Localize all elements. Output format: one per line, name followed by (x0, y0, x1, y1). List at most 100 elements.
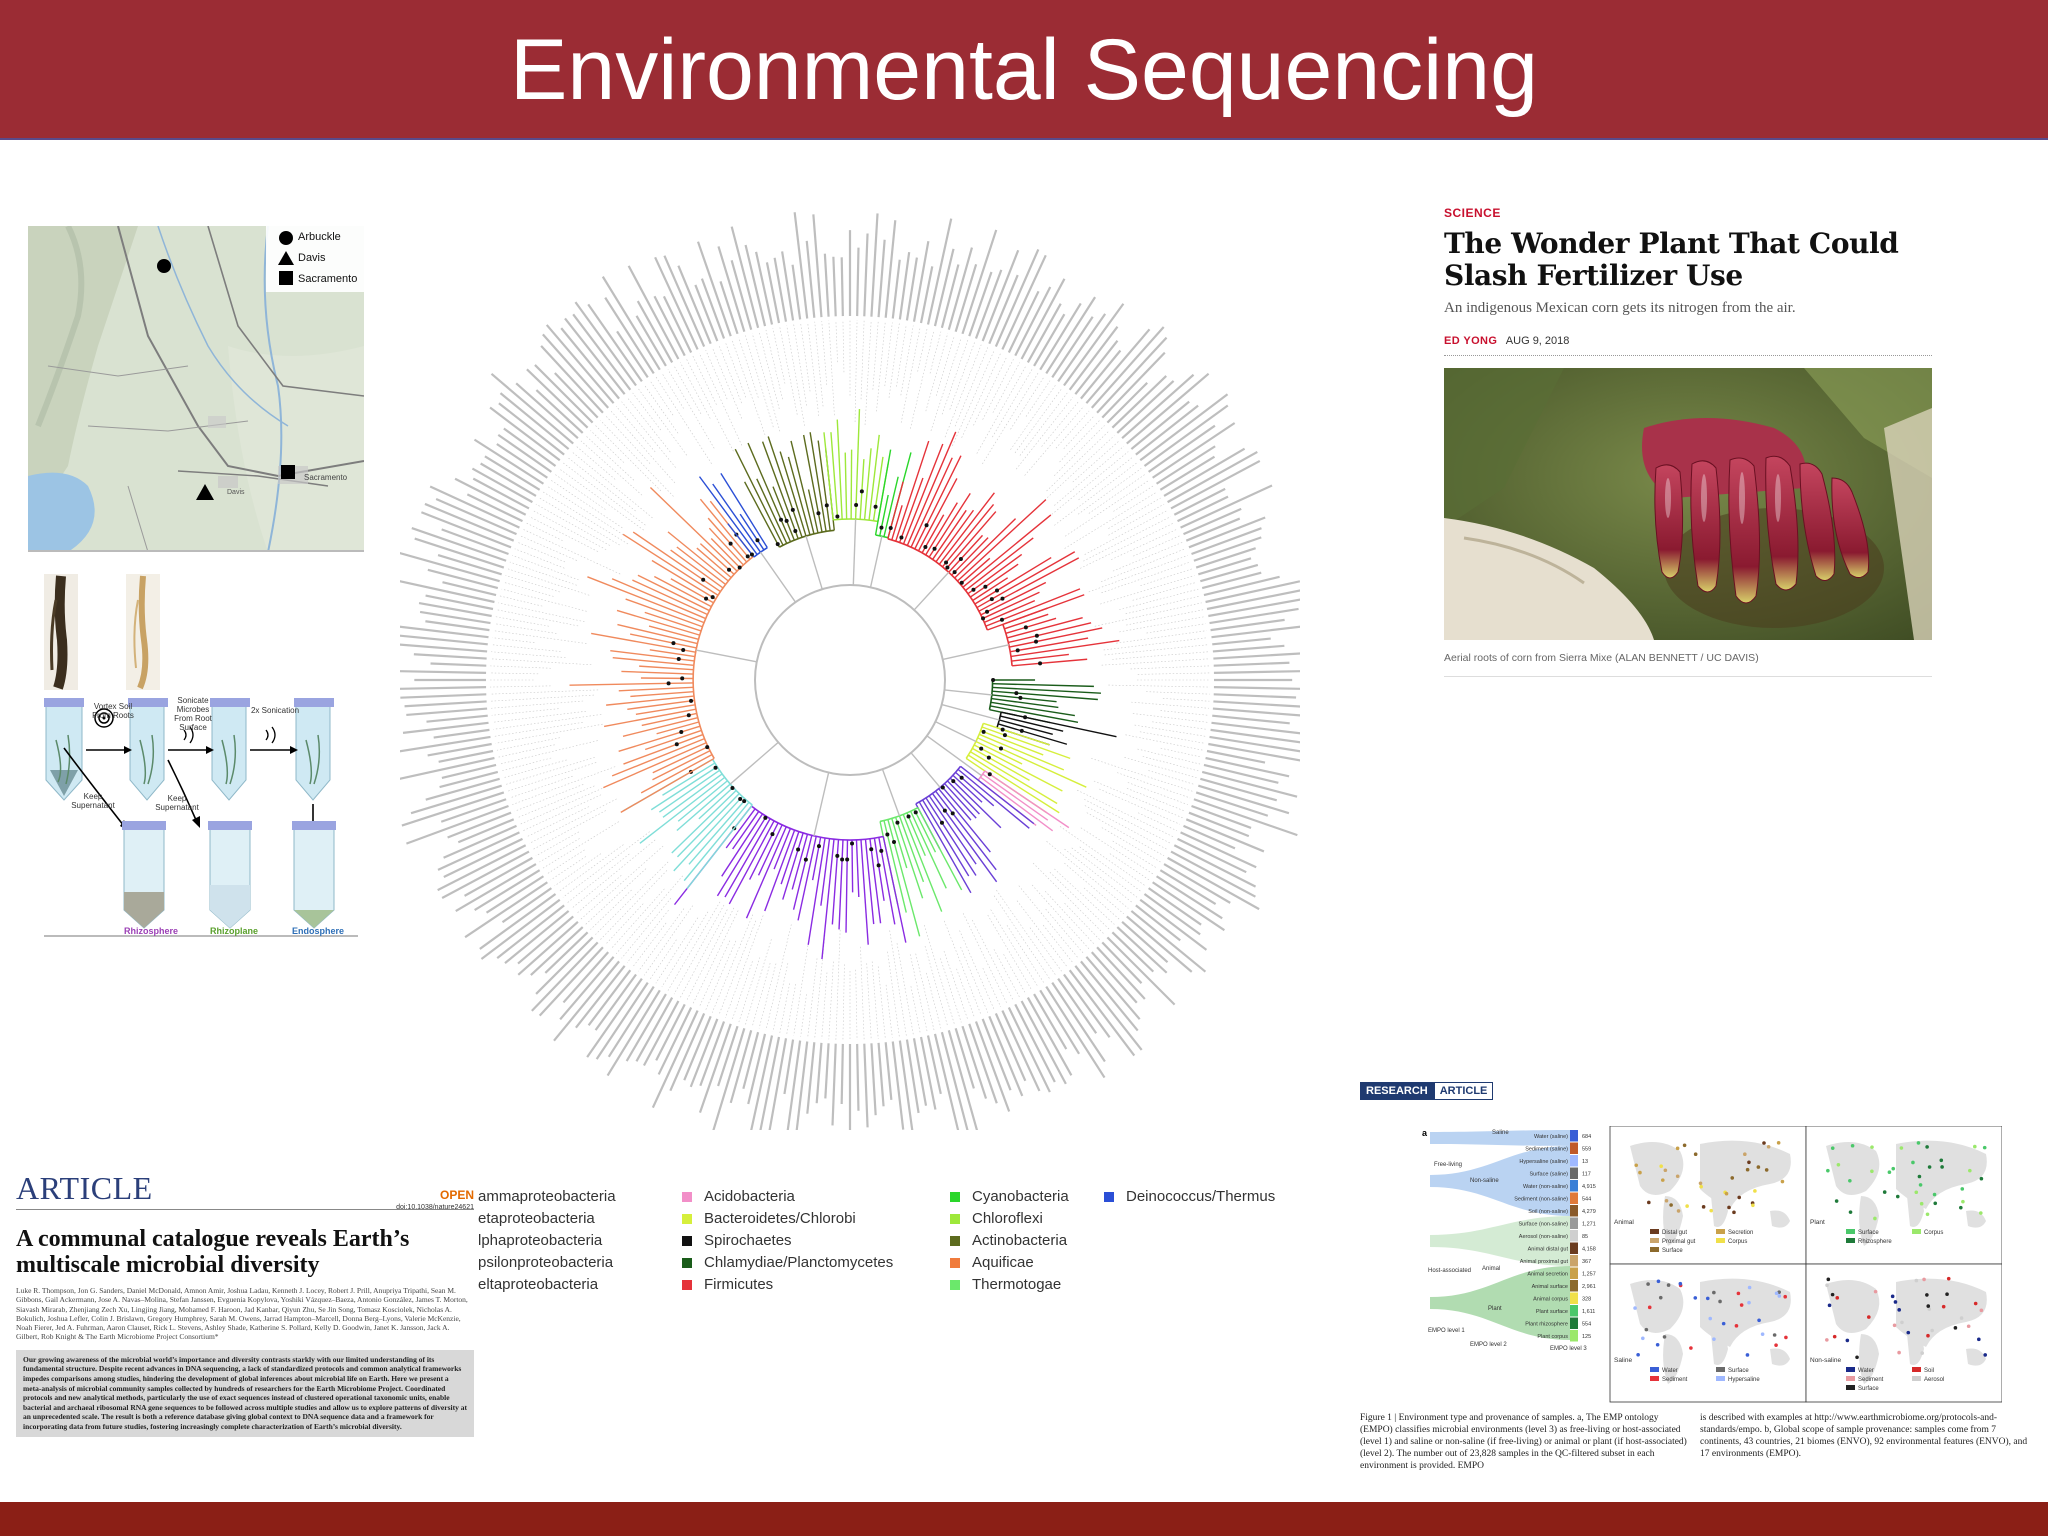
svg-text:Animal corpus: Animal corpus (1533, 1297, 1568, 1303)
svg-text:Surface: Surface (1728, 1368, 1749, 1374)
svg-text:Saline: Saline (1614, 1357, 1632, 1364)
legend-epsilonproteobacteria: psilonproteobacteria (478, 1254, 614, 1271)
svg-text:Corpus: Corpus (1924, 1230, 1943, 1236)
svg-text:Surface (saline): Surface (saline) (1529, 1172, 1568, 1178)
svg-text:Plant: Plant (1810, 1219, 1825, 1226)
svg-text:Proximal gut: Proximal gut (1662, 1239, 1696, 1245)
svg-text:EMPO level 2: EMPO level 2 (1470, 1342, 1507, 1348)
article-type-heading: ARTICLE (16, 1170, 474, 1210)
step-2x-sonication-label: 2x Sonication (250, 706, 300, 715)
legend-bacteroidetes-chlorobi: Bacteroidetes/Chlorobi (682, 1210, 856, 1227)
legend-aquificae: Aquificae (950, 1254, 1034, 1271)
svg-text:544: 544 (1582, 1197, 1591, 1203)
legend-alphaproteobacteria: lphaproteobacteria (478, 1232, 603, 1249)
swatch-spirochaetes (682, 1235, 692, 1246)
news-article-card: SCIENCE The Wonder Plant That Could Slas… (1444, 206, 1932, 680)
swatch-deinococcus (1104, 1191, 1114, 1202)
article-doi[interactable]: doi:10.1038/nature24621 (396, 1204, 474, 1211)
legend-betaproteobacteria: etaproteobacteria (478, 1210, 595, 1227)
svg-text:Rhizosphere: Rhizosphere (1858, 1239, 1892, 1245)
legend-gammaproteobacteria: ammaproteobacteria (478, 1188, 616, 1205)
figure-caption-right: is described with examples at http://www… (1700, 1413, 2028, 1459)
swatch-actinobacteria (950, 1235, 960, 1246)
tab-research: RESEARCH (1360, 1082, 1434, 1100)
svg-text:1,611: 1,611 (1582, 1309, 1595, 1315)
svg-text:Sediment (saline): Sediment (saline) (1525, 1147, 1568, 1153)
article-authors: Luke R. Thompson, Jon G. Sanders, Daniel… (16, 1286, 468, 1342)
article-section-label[interactable]: SCIENCE (1444, 206, 1501, 220)
swatch-cyanobacteria (950, 1191, 960, 1202)
fraction-rhizoplane: Rhizoplane (210, 926, 259, 936)
article-abstract: Our growing awareness of the microbial w… (16, 1349, 474, 1437)
map-label-davis: Davis (227, 489, 245, 496)
svg-text:117: 117 (1582, 1172, 1591, 1178)
svg-text:EMPO level 1: EMPO level 1 (1428, 1328, 1465, 1334)
journal-article-excerpt: ARTICLE OPEN doi:10.1038/nature24621 A c… (16, 1170, 474, 1490)
svg-text:13: 13 (1582, 1159, 1588, 1165)
tree-legend: ammaproteobacteria etaproteobacteria lph… (478, 1188, 1298, 1298)
swatch-aquificae (950, 1257, 960, 1268)
svg-text:4,279: 4,279 (1582, 1209, 1596, 1215)
tab-article: ARTICLE (1433, 1082, 1494, 1100)
svg-text:4,158: 4,158 (1582, 1247, 1596, 1253)
svg-text:EMPO level 3: EMPO level 3 (1550, 1346, 1587, 1352)
svg-text:328: 328 (1582, 1297, 1591, 1303)
legend-deinococcus-thermus: Deinococcus/Thermus (1104, 1188, 1275, 1205)
fraction-endosphere: Endosphere (292, 926, 345, 936)
sampling-site-map: Arbuckle Davis Sacramento Davis Sacramen… (28, 226, 364, 552)
svg-text:1,257: 1,257 (1582, 1272, 1596, 1278)
svg-text:684: 684 (1582, 1134, 1591, 1140)
step-vortex-label: Vortex Soil From Roots (92, 702, 134, 720)
legend-chloroflexi: Chloroflexi (950, 1210, 1043, 1227)
svg-text:Soil (non-saline): Soil (non-saline) (1528, 1209, 1568, 1215)
svg-text:Plant: Plant (1488, 1306, 1502, 1312)
svg-text:554: 554 (1582, 1322, 1591, 1328)
svg-text:Surface: Surface (1662, 1248, 1683, 1254)
photo-caption: Aerial roots of corn from Sierra Mixe (A… (1444, 652, 1932, 677)
svg-text:Sediment (non-saline): Sediment (non-saline) (1514, 1197, 1568, 1203)
svg-text:Animal surface: Animal surface (1532, 1284, 1568, 1290)
svg-text:Distal gut: Distal gut (1662, 1230, 1687, 1236)
article-subheadline: An indigenous Mexican corn gets its nitr… (1444, 300, 1796, 316)
svg-text:Water: Water (1662, 1368, 1678, 1374)
legend-sacramento: Sacramento (298, 273, 358, 285)
step-sonicate-label: Sonicate Microbes From Root Surface (174, 696, 212, 732)
svg-text:Secretion: Secretion (1728, 1230, 1753, 1236)
svg-text:Soil: Soil (1924, 1368, 1934, 1374)
article-headline[interactable]: The Wonder Plant That Could Slash Fertil… (1444, 227, 1899, 292)
svg-text:85: 85 (1582, 1234, 1588, 1240)
map-image (28, 226, 364, 550)
slide-title: Environmental Sequencing (510, 22, 1538, 118)
legend-davis: Davis (298, 252, 326, 264)
legend-cyanobacteria: Cyanobacteria (950, 1188, 1069, 1205)
svg-text:Saline: Saline (1492, 1130, 1509, 1136)
svg-text:Surface: Surface (1858, 1230, 1879, 1236)
svg-text:Surface (non-saline): Surface (non-saline) (1518, 1222, 1568, 1228)
svg-text:a: a (1422, 1128, 1428, 1138)
root-diagram-graphic (44, 574, 358, 937)
svg-text:367: 367 (1582, 1259, 1591, 1265)
svg-text:Aerosol: Aerosol (1924, 1377, 1944, 1383)
legend-deltaproteobacteria: eltaproteobacteria (478, 1276, 599, 1293)
phylogenetic-tree (381, 210, 1321, 1149)
svg-text:Water: Water (1858, 1368, 1874, 1374)
svg-text:Animal: Animal (1614, 1219, 1634, 1226)
keep-supernatant-label-1: Keep Supernatant (71, 792, 115, 810)
svg-text:Host-associated: Host-associated (1428, 1268, 1471, 1274)
svg-text:Free-living: Free-living (1434, 1162, 1462, 1168)
article-title: A communal catalogue reveals Earth’s mul… (16, 1226, 410, 1278)
legend-arbuckle: Arbuckle (298, 231, 341, 243)
svg-text:Hypersaline (saline): Hypersaline (saline) (1519, 1159, 1568, 1165)
legend-acidobacteria: Acidobacteria (682, 1188, 795, 1205)
svg-text:125: 125 (1582, 1334, 1591, 1340)
open-access-badge: OPEN (439, 1188, 474, 1202)
svg-text:Sediment: Sediment (1662, 1377, 1688, 1383)
keep-supernatant-label-2: Keep Supernatant (155, 794, 199, 812)
svg-text:Surface: Surface (1858, 1386, 1879, 1392)
figure-caption-left: Figure 1 | Environment type and provenan… (1360, 1413, 1687, 1471)
svg-text:Animal distal gut: Animal distal gut (1528, 1247, 1569, 1253)
article-author[interactable]: ED YONG (1444, 335, 1498, 347)
legend-spirochaetes: Spirochaetes (682, 1232, 792, 1249)
legend-thermotogae: Thermotogae (950, 1276, 1061, 1293)
